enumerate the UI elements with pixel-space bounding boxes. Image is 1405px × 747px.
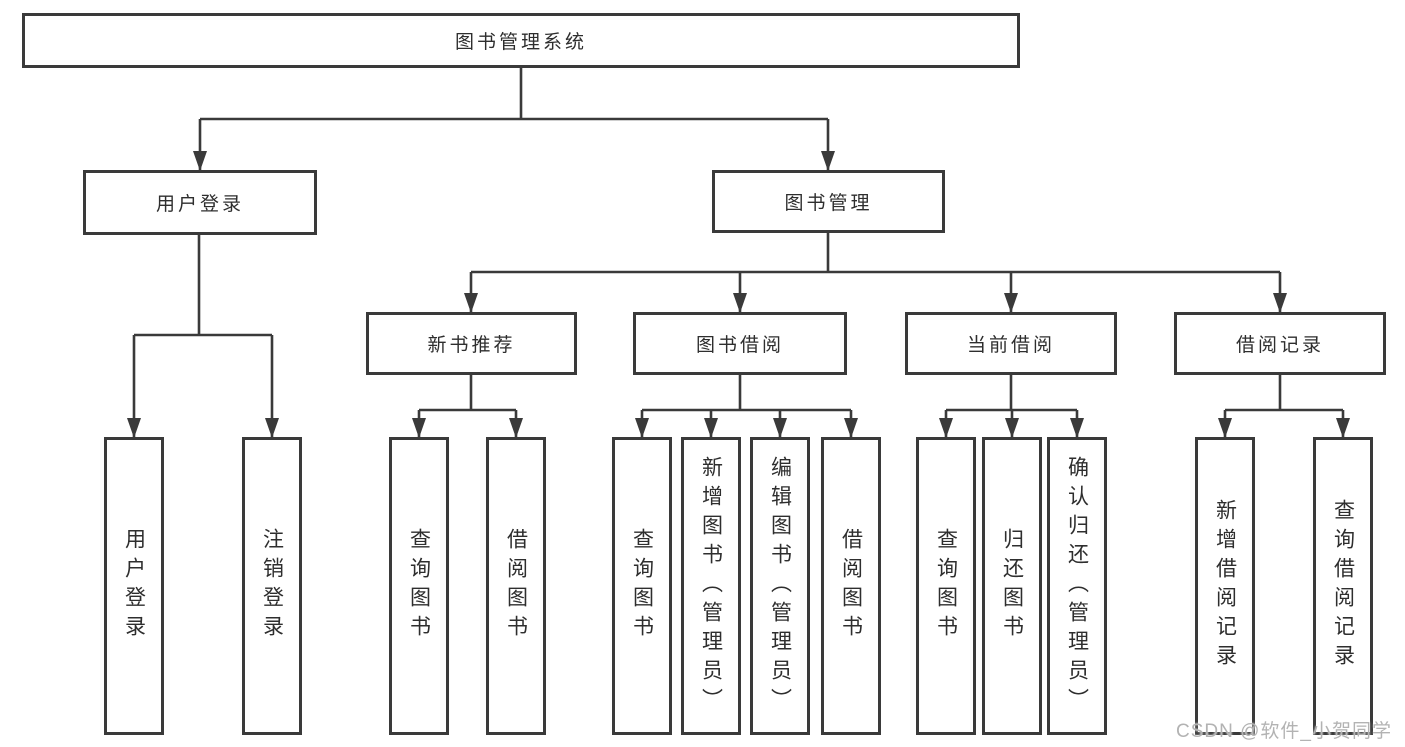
leaf-add-borrow-record: 新增借阅记录	[1195, 437, 1255, 735]
leaf-query-book-1-label: 查询图书	[407, 528, 431, 644]
leaf-borrow-book-2-label: 借阅图书	[839, 528, 863, 644]
leaf-return-book: 归还图书	[982, 437, 1042, 735]
leaf-return-book-label: 归还图书	[1000, 528, 1024, 644]
leaf-add-borrow-record-label: 新增借阅记录	[1213, 499, 1237, 673]
node-user-login: 用户登录	[83, 170, 317, 235]
leaf-query-book-3: 查询图书	[916, 437, 976, 735]
leaf-add-book-admin-label: 新增图书（管理员）	[699, 455, 723, 717]
node-book-borrow: 图书借阅	[633, 312, 847, 375]
node-new-book-recommend-label: 新书推荐	[427, 335, 516, 356]
leaf-query-book-2: 查询图书	[612, 437, 672, 735]
leaf-borrow-book-1: 借阅图书	[486, 437, 546, 735]
leaf-query-book-1: 查询图书	[389, 437, 449, 735]
leaf-borrow-book-2: 借阅图书	[821, 437, 881, 735]
node-user-login-label: 用户登录	[155, 194, 244, 215]
leaf-logout: 注销登录	[242, 437, 302, 735]
node-new-book-recommend: 新书推荐	[366, 312, 577, 375]
leaf-query-borrow-record: 查询借阅记录	[1313, 437, 1373, 735]
leaf-user-login: 用户登录	[104, 437, 164, 735]
node-book-management: 图书管理	[712, 170, 945, 233]
leaf-query-book-3-label: 查询图书	[934, 528, 958, 644]
leaf-edit-book-admin-label: 编辑图书（管理员）	[768, 455, 792, 717]
node-current-borrow: 当前借阅	[905, 312, 1117, 375]
node-book-management-label: 图书管理	[784, 193, 873, 214]
leaf-confirm-return-admin-label: 确认归还（管理员）	[1065, 455, 1089, 717]
node-current-borrow-label: 当前借阅	[966, 335, 1055, 356]
leaf-borrow-book-1-label: 借阅图书	[504, 528, 528, 644]
watermark: CSDN @软件_小贺同学	[1176, 721, 1392, 742]
leaf-confirm-return-admin: 确认归还（管理员）	[1047, 437, 1107, 735]
node-root-label: 图书管理系统	[454, 32, 587, 53]
leaf-logout-label: 注销登录	[260, 528, 284, 644]
node-borrow-record: 借阅记录	[1174, 312, 1386, 375]
leaf-add-book-admin: 新增图书（管理员）	[681, 437, 741, 735]
node-root: 图书管理系统	[22, 13, 1020, 68]
leaf-query-borrow-record-label: 查询借阅记录	[1331, 499, 1355, 673]
leaf-user-login-label: 用户登录	[122, 528, 146, 644]
node-book-borrow-label: 图书借阅	[695, 335, 784, 356]
node-borrow-record-label: 借阅记录	[1235, 335, 1324, 356]
leaf-edit-book-admin: 编辑图书（管理员）	[750, 437, 810, 735]
leaf-query-book-2-label: 查询图书	[630, 528, 654, 644]
